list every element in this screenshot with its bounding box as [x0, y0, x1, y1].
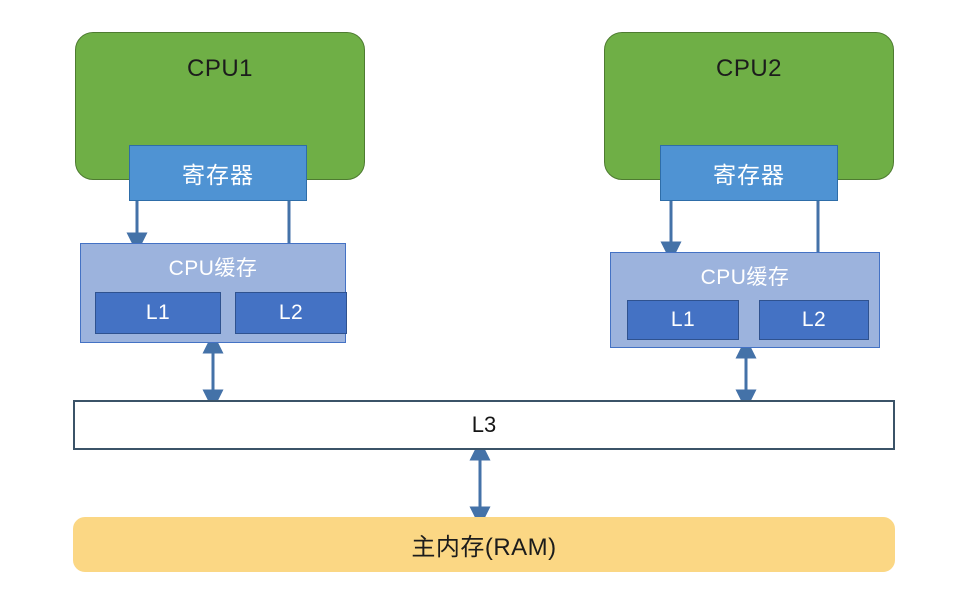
cpu1-cache-l2[interactable]: L2	[235, 292, 347, 334]
cpu1-label: CPU1	[186, 55, 254, 82]
cpu2-cache-box[interactable]: CPU缓存 L1 L2	[610, 252, 880, 348]
cpu1-cache-box[interactable]: CPU缓存 L1 L2	[80, 243, 347, 343]
cpu2-cache-label: CPU缓存	[700, 266, 790, 289]
cpu2-register-box[interactable]: 寄存器	[660, 145, 838, 201]
cpu2-cache-l2[interactable]: L2	[759, 300, 869, 340]
cpu1-cache-l1-label: L1	[145, 301, 171, 324]
l3-label: L3	[471, 412, 497, 437]
cpu2-box[interactable]: CPU2 寄存器	[604, 32, 894, 201]
ram-box[interactable]: 主内存(RAM)	[73, 517, 895, 572]
cpu1-cache-l2-label: L2	[278, 301, 304, 324]
cpu2-label: CPU2	[715, 55, 783, 82]
cpu2-cache-l1[interactable]: L1	[627, 300, 739, 340]
l3-box[interactable]: L3	[73, 400, 895, 450]
cpu2-register-label: 寄存器	[713, 162, 785, 188]
cpu2-cache-l2-label: L2	[801, 308, 827, 331]
cpu1-register-box[interactable]: 寄存器	[129, 145, 307, 201]
cpu1-box[interactable]: CPU1 寄存器	[75, 32, 365, 201]
cpu2-cache-l1-label: L1	[670, 308, 696, 331]
ram-label: 主内存(RAM)	[411, 534, 557, 561]
cpu1-cache-label: CPU缓存	[168, 257, 258, 280]
cpu1-cache-l1[interactable]: L1	[95, 292, 221, 334]
cpu1-register-label: 寄存器	[182, 162, 254, 188]
